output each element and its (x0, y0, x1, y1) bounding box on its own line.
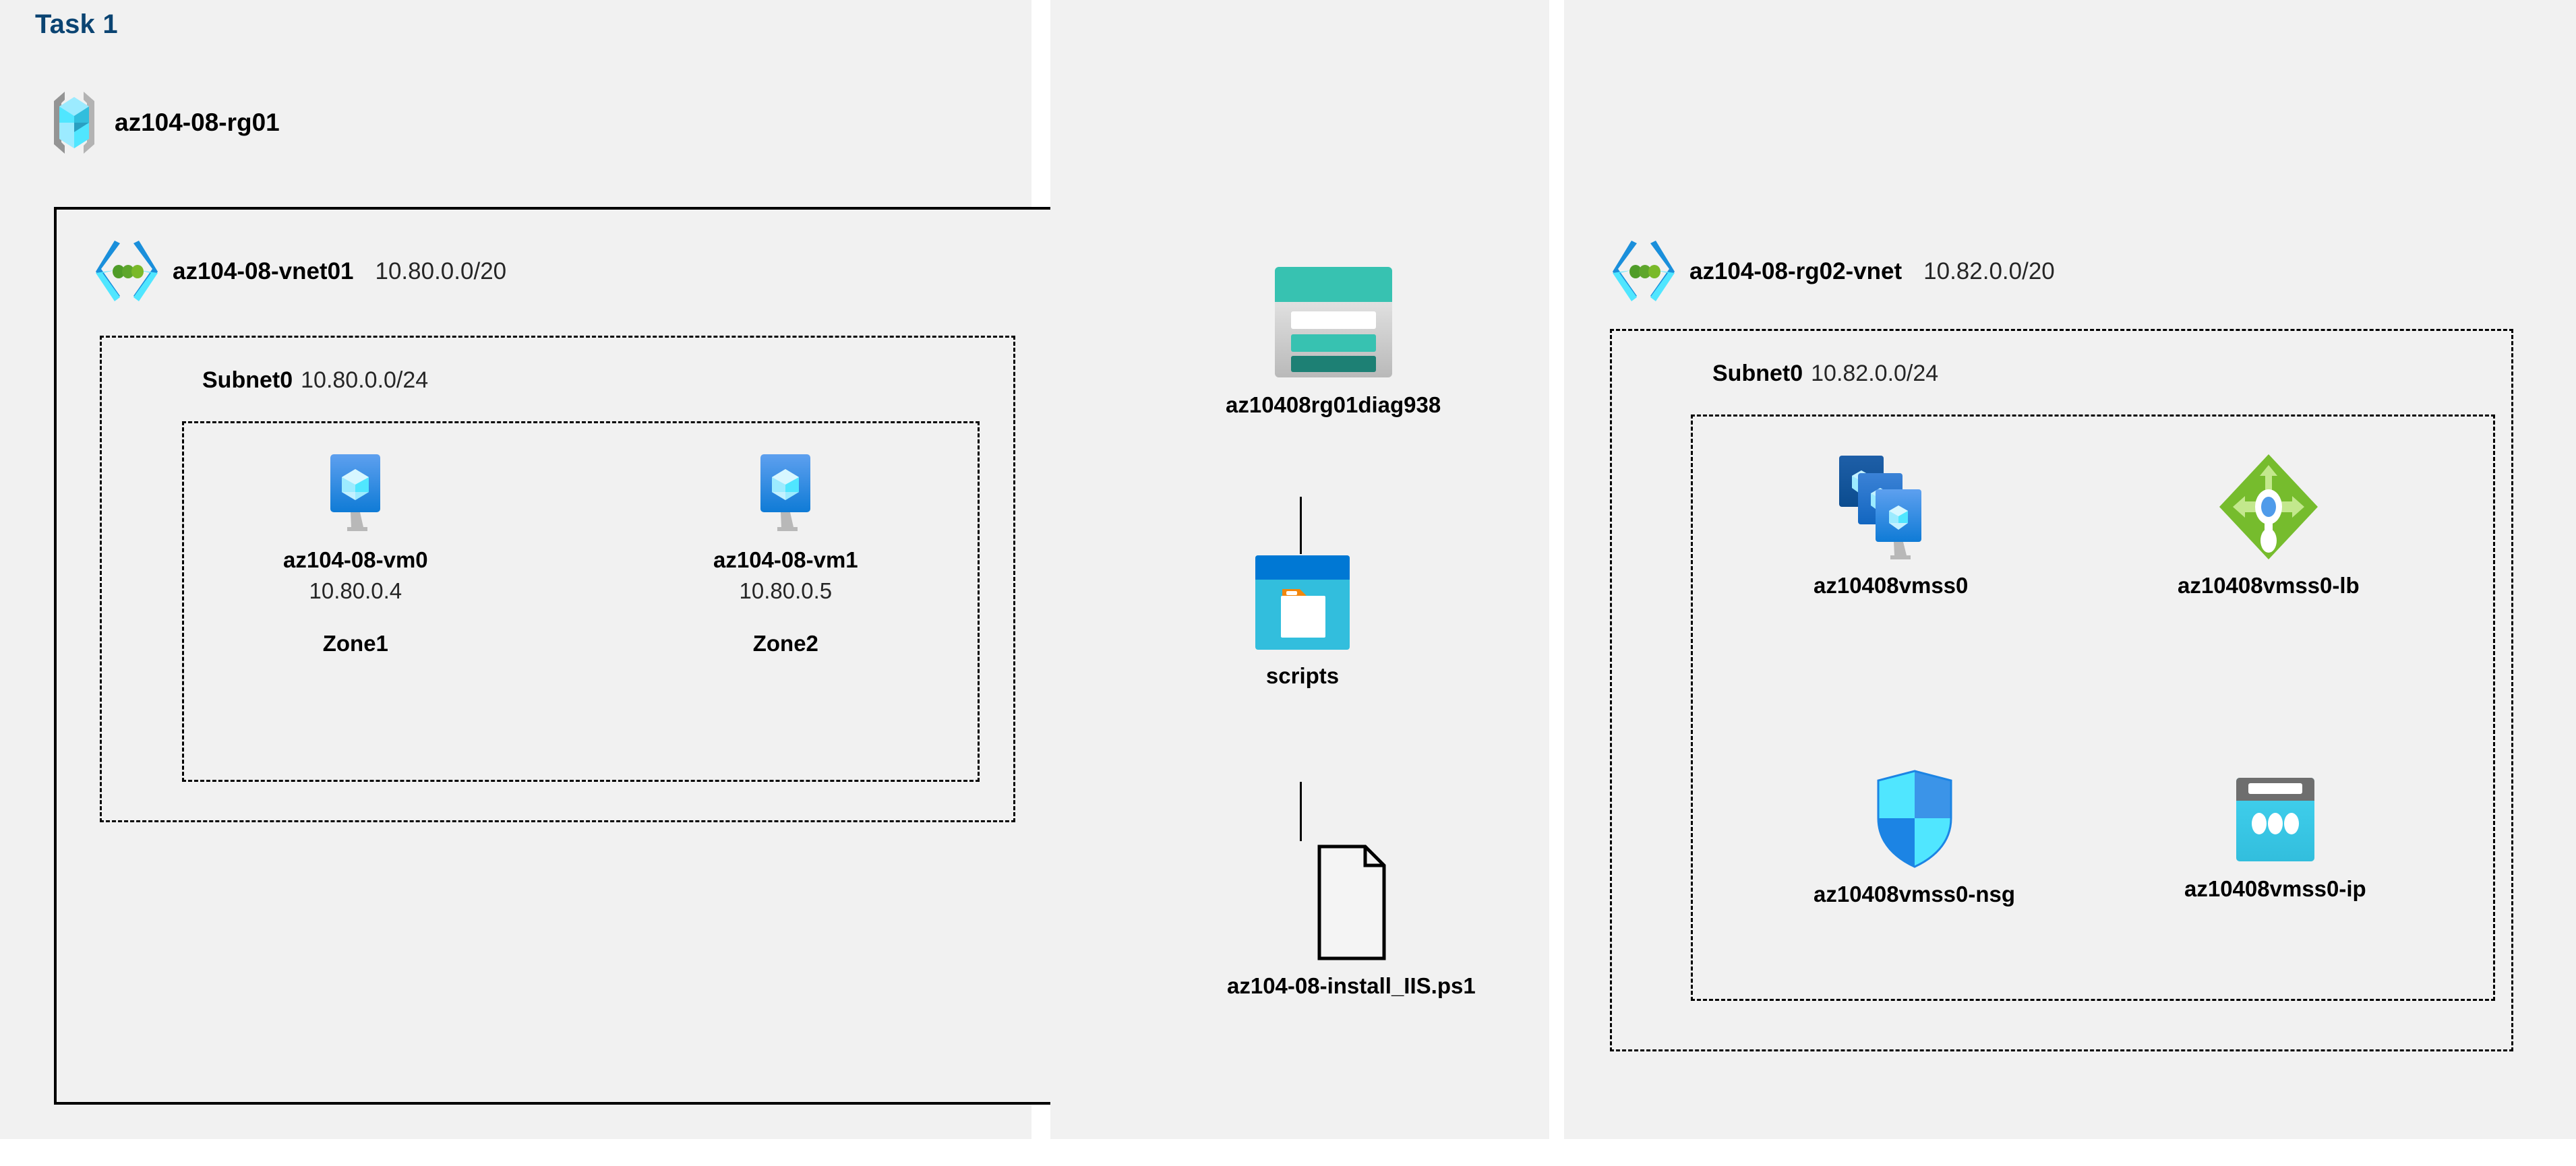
vnet-name: az104-08-vnet01 (173, 258, 354, 284)
vm-ip: 10.80.0.5 (739, 578, 833, 603)
node-load-balancer[interactable]: az10408vmss0-lb (2178, 453, 2360, 599)
node-vm0[interactable]: az104-08-vm0 10.80.0.4 Zone1 (283, 453, 428, 656)
node-vm1[interactable]: az104-08-vm1 10.80.0.5 Zone2 (713, 453, 858, 656)
vnet-header-vnet01: az104-08-vnet01 10.80.0.0/20 (94, 239, 506, 304)
public-ip-address-name: az10408vmss0-ip (2184, 876, 2366, 901)
node-vm-scale-set[interactable]: az10408vmss0 (1814, 453, 1968, 599)
storage-account-name: az10408rg01diag938 (1226, 392, 1441, 417)
vm-name: az104-08-vm1 (713, 547, 858, 572)
connector-scripts-to-file (1300, 782, 1302, 841)
blob-container-name: scripts (1265, 663, 1340, 688)
virtual-machine-icon (748, 453, 822, 535)
virtual-machine-icon (318, 453, 392, 535)
vm-name: az104-08-vm0 (283, 547, 428, 572)
task3-panel (1564, 0, 2576, 1139)
vm-scale-set-name: az10408vmss0 (1814, 573, 1969, 598)
virtual-network-icon (1611, 239, 1676, 304)
network-security-group-name: az10408vmss0-nsg (1814, 882, 2016, 907)
subnet-cidr: 10.82.0.0/24 (1811, 361, 1939, 386)
node-storage-account[interactable]: az10408rg01diag938 (1226, 264, 1441, 418)
vnet-header-rg02-vnet: az104-08-rg02-vnet 10.82.0.0/20 (1611, 239, 2055, 304)
load-balancer-name: az10408vmss0-lb (2178, 573, 2360, 598)
vm-ip: 10.80.0.4 (309, 578, 402, 603)
file-icon (1306, 844, 1396, 961)
resource-group-icon (49, 89, 100, 156)
vm-scale-set-icon (1834, 453, 1948, 561)
blob-container-icon (1254, 554, 1351, 651)
virtual-network-icon (94, 239, 159, 304)
node-public-ip-address[interactable]: az10408vmss0-ip (2184, 775, 2366, 902)
subnet-title-1: Subnet0 10.80.0.0/24 (202, 367, 428, 394)
resource-group-rg01: az104-08-rg01 (49, 89, 280, 156)
resource-group-name: az104-08-rg01 (115, 109, 280, 136)
network-security-group-icon (1873, 768, 1956, 869)
vnet-cidr: 10.80.0.0/20 (375, 258, 507, 284)
subnet-boundary-2 (1610, 329, 2513, 1051)
subnet-boundary-1 (100, 336, 1015, 822)
node-blob-container[interactable]: scripts (1254, 554, 1351, 689)
vnet-cidr: 10.82.0.0/20 (1923, 258, 2055, 284)
vm-zone: Zone2 (752, 631, 818, 656)
subnet-name: Subnet0 (202, 367, 293, 393)
vnet-name: az104-08-rg02-vnet (1689, 258, 1903, 284)
vm-zone: Zone1 (322, 631, 388, 656)
subnet-title-2: Subnet0 10.82.0.0/24 (1712, 361, 1938, 387)
storage-account-icon (1272, 264, 1395, 380)
node-network-security-group[interactable]: az10408vmss0-nsg (1814, 768, 2015, 907)
resource-boundary-2 (1691, 415, 2495, 1001)
load-balancer-icon (2218, 453, 2319, 561)
node-script-file[interactable]: az104-08-install_IIS.ps1 (1227, 844, 1476, 999)
script-file-name: az104-08-install_IIS.ps1 (1227, 973, 1476, 998)
public-ip-address-icon (2232, 775, 2318, 864)
subnet-name: Subnet0 (1712, 361, 1803, 386)
subnet-cidr: 10.80.0.0/24 (301, 367, 429, 393)
connector-storage-to-scripts (1300, 497, 1302, 554)
task-label-1: Task 1 (35, 9, 118, 39)
zone-boundary-1 (182, 421, 980, 782)
